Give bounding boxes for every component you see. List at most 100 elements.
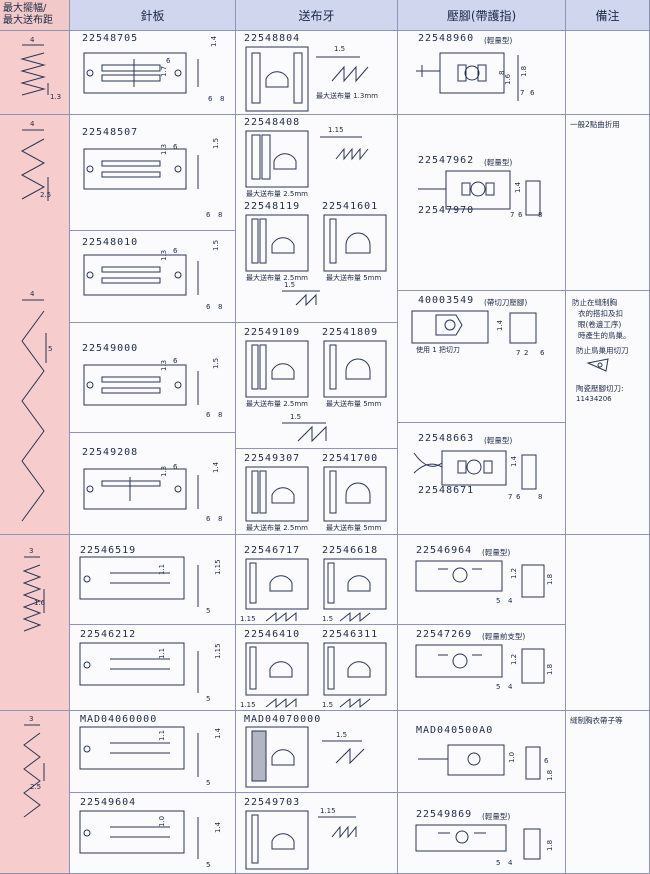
plate-6-dim-c: 5 <box>206 607 210 615</box>
feed-part-9: 22549703 <box>244 797 301 808</box>
feed-drawing-5 <box>245 466 387 522</box>
feed-1-dim: 1.5 <box>334 45 345 53</box>
header-feed-dog: 送布牙 <box>236 0 398 31</box>
foot-1-dim-c: 8 <box>498 71 506 75</box>
feed-part-4b: 22541809 <box>322 327 379 338</box>
remark-3-line2: 衣的搭扣及扣 <box>578 309 623 318</box>
remarks-cell-4 <box>566 535 650 711</box>
plate-part-1: 22548705 <box>82 33 139 44</box>
feed-drawing-1: 1.5 <box>245 45 369 112</box>
foot-5-dim-a: 1.4 <box>510 455 518 467</box>
feed-part-1: 22548804 <box>244 33 301 44</box>
foot-5-dim-c: 6 <box>516 493 521 501</box>
plate-part-9: 22549604 <box>80 797 137 808</box>
plate-part-4: 22549000 <box>82 343 139 354</box>
foot-cell-2: 22547962 (輕量型) 22547970 1.4 7 6 8 <box>398 115 566 291</box>
foot-3-dim-a: 1.4 <box>496 319 504 331</box>
remark-3-line4: 時產生的鳥巢。 <box>578 331 631 340</box>
foot-2-dim-a: 1.4 <box>514 181 522 193</box>
plate-4-dim-e: 8 <box>218 411 222 419</box>
feed-2b1-caption: 最大送布量 2.5mm <box>246 274 308 282</box>
feed-drawing-7: 1.15 1.5 <box>240 642 387 709</box>
foot-1-dim-a: 1.8 <box>520 66 528 77</box>
plate-drawing-8: 1.1 1.4 5 <box>79 726 222 787</box>
stitch-diagram-3: 3 1.6 <box>22 547 46 632</box>
feed-cell-6: 22546717 22546618 1.15 1.5 <box>236 535 398 625</box>
plate-8-dim-a: 1.1 <box>158 730 166 741</box>
plate-5-dim-b: 6 <box>173 463 178 471</box>
plate-part-2: 22548507 <box>82 127 139 138</box>
stitch-group-3: 3 1.6 <box>0 535 70 711</box>
plate-drawing-5: 1.3 6 1.4 6 8 <box>83 461 222 523</box>
foot-8-dim-a: 1.0 <box>508 752 516 763</box>
foot-part-5: 22548663 <box>418 433 475 444</box>
feed-part-2b1: 22548119 <box>244 201 301 212</box>
feed-drawing-6: 1.15 1.5 <box>240 558 387 623</box>
cutter-icon <box>586 358 609 372</box>
foot-drawing-3: 1.4 7 2 6 <box>411 310 545 357</box>
stitch-group-2: 4 2.5 4 5 <box>0 115 70 535</box>
foot-3-caption: 使用 1 把切刀 <box>416 346 460 354</box>
plate-cell-8: MAD04060000 1.1 1.4 5 <box>70 711 236 793</box>
foot-8-dim-b: 6 <box>544 757 549 765</box>
foot-3-dim-b: 7 <box>516 349 520 357</box>
foot-part-1: 22548960 <box>418 33 475 44</box>
plate-drawing-6: 1.1 1.15 5 <box>79 556 222 615</box>
remark-3-line6: 陶瓷壓腳切刀: <box>576 384 624 393</box>
foot-2-type: (輕量型) <box>484 158 513 167</box>
plate-6-dim-b: 1.15 <box>214 559 222 575</box>
header-stitch: 最大擺幅/最大送布距 <box>0 0 70 31</box>
foot-part-2: 22547962 <box>418 155 475 166</box>
foot-3-type: (帶切刀壓腳) <box>484 298 528 307</box>
remark-3-line5: 防止鳥巢用切刀 <box>576 346 629 355</box>
feed-2b-dim: 1.5 <box>284 281 295 289</box>
feed-part-5b: 22541700 <box>322 453 379 464</box>
feed-part-6b: 22546618 <box>322 545 379 556</box>
plate-2-dim-c: 1.5 <box>212 138 220 149</box>
stitch-group-4: 3 2.5 <box>0 711 70 874</box>
foot-part-5b: 22548671 <box>418 485 475 496</box>
plate-3-dim-c: 1.5 <box>212 240 220 251</box>
stitch-5-width: 3 <box>29 715 33 723</box>
plate-cell-7: 22546212 1.1 1.15 5 <box>70 625 236 711</box>
plate-9-dim-c: 5 <box>206 861 210 869</box>
foot-2-dim-c: 6 <box>518 211 523 219</box>
remarks-cell-5: 縫制胸衣帶子等 <box>566 711 650 874</box>
stitch-4-pitch: 1.6 <box>34 599 46 607</box>
header-needle-plate: 針板 <box>70 0 236 31</box>
feed-8-dim: 1.5 <box>336 731 347 739</box>
stitch-2-width: 4 <box>30 120 35 128</box>
foot-9-dim-c: 4 <box>508 859 513 867</box>
feed-2a-dim: 1.15 <box>328 126 344 134</box>
foot-cell-6: 22546964 (輕量型) 1.2 1.8 5 4 <box>398 535 566 625</box>
foot-7-type: (輕量前支型) <box>482 632 526 641</box>
foot-6-dim-d: 4 <box>508 597 513 605</box>
foot-part-3: 40003549 <box>418 295 475 306</box>
feed-cell-7: 22546410 22546311 1.15 1.5 <box>236 625 398 711</box>
plate-8-dim-c: 5 <box>206 779 210 787</box>
header-stitch-line1: 最大擺幅/ <box>3 3 47 14</box>
feed-cell-2a: 22548408 1.15 最大送布量 2.5mm <box>236 115 398 199</box>
stitch-5-pitch: 2.5 <box>30 783 41 791</box>
header-remarks: 備注 <box>566 0 650 31</box>
plate-1-dim-c: 6 <box>166 57 171 65</box>
foot-9-dim-b: 5 <box>496 859 500 867</box>
plate-2-dim-d: 6 <box>206 211 211 219</box>
feed-1-caption: 最大送布量 1.3mm <box>316 92 378 100</box>
foot-part-9: 22549869 <box>416 809 473 820</box>
plate-5-dim-e: 8 <box>218 515 222 523</box>
feed-7a-dim: 1.15 <box>240 701 256 709</box>
plate-drawing-4: 1.3 6 1.5 6 8 <box>83 357 222 419</box>
plate-cell-3: 22548010 1.3 6 1.5 6 8 <box>70 231 236 323</box>
plate-part-5: 22549208 <box>82 447 139 458</box>
plate-part-8: MAD04060000 <box>80 714 158 725</box>
feed-part-7b: 22546311 <box>322 629 379 640</box>
plate-3-dim-e: 8 <box>218 303 222 311</box>
plate-cell-1: 22548705 1.4 1.7 6 6 8 <box>70 31 236 115</box>
stitch-3-width: 4 <box>30 290 35 298</box>
foot-1-type: (輕量型) <box>484 36 513 45</box>
plate-cell-4: 22549000 1.3 6 1.5 6 8 <box>70 323 236 433</box>
foot-drawing-9: 1.8 5 4 <box>415 824 554 867</box>
plate-drawing-2: 1.3 6 1.5 6 8 <box>83 138 222 219</box>
